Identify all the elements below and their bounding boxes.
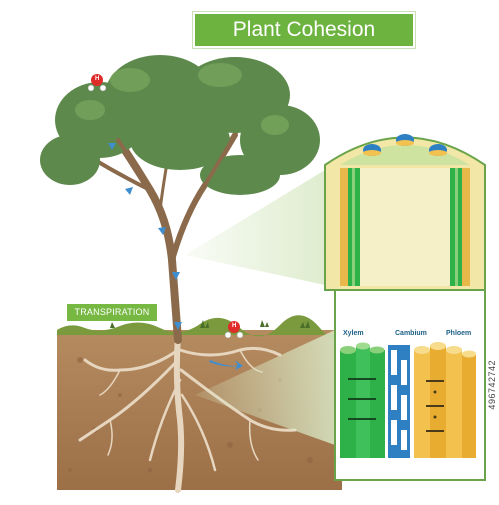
cambium-cells [388, 345, 410, 458]
transpiration-label: TRANSPIRATION [67, 304, 157, 321]
water-molecule-top [87, 74, 107, 92]
tree-branches-over [116, 133, 237, 192]
zoom-cone-trunk [185, 170, 325, 285]
zoom-cone-root [195, 330, 335, 445]
molecule-symbol-soil: H [232, 323, 237, 329]
phloem-tubes [414, 342, 476, 458]
roots [78, 332, 297, 493]
molecule-symbol-top: H [95, 76, 100, 82]
xylem-label: Xylem [343, 330, 364, 337]
phloem-label: Phloem [446, 330, 472, 337]
water-molecule-soil [224, 321, 244, 339]
water-flow-arrows [108, 143, 243, 370]
stem-section-panel [324, 134, 486, 291]
cambium-label: Cambium [395, 330, 427, 337]
vascular-tissue-panel [334, 289, 486, 481]
xylem-vessels [340, 342, 385, 458]
stock-id: 496742742 [487, 360, 497, 410]
tree-canopy [40, 55, 320, 195]
page-title: Plant Cohesion [193, 12, 415, 48]
